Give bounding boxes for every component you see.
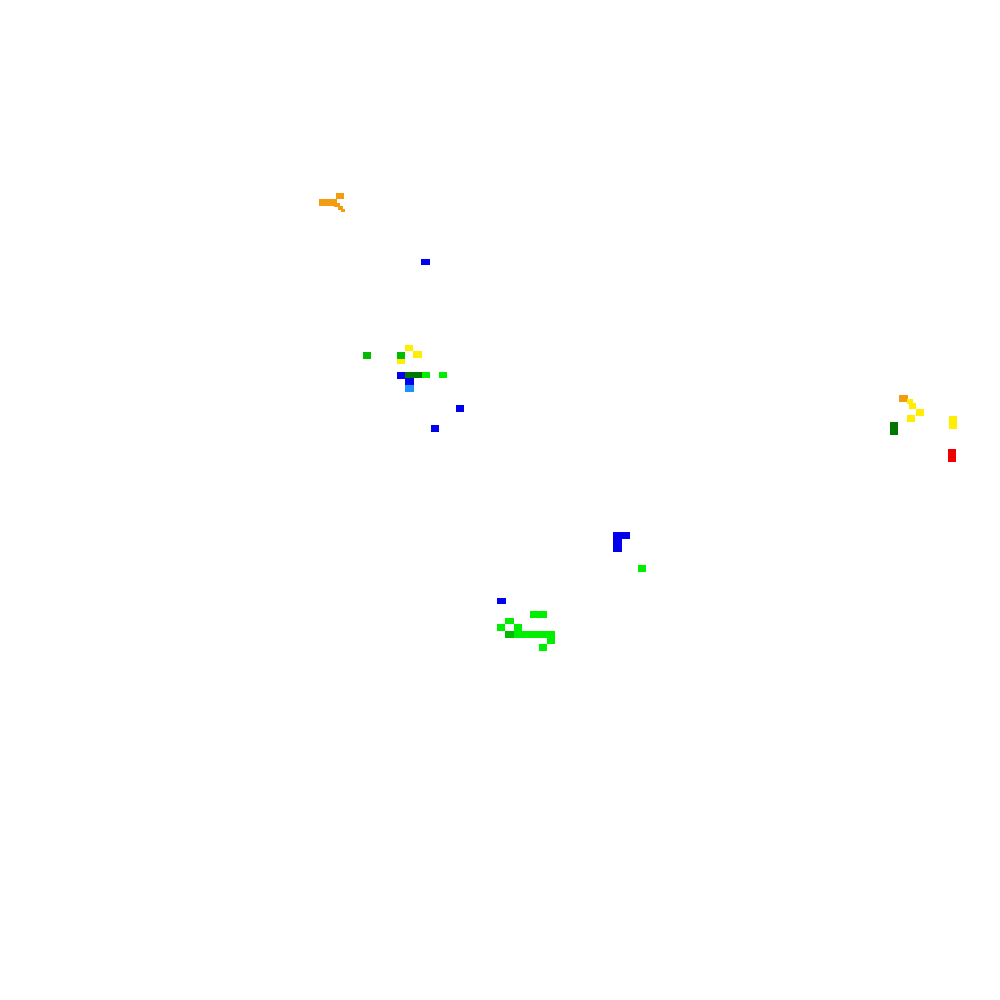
pixel: [613, 532, 630, 539]
pixel: [949, 416, 957, 429]
pixel: [413, 351, 422, 358]
pixel: [405, 372, 422, 378]
pixel: [405, 385, 414, 392]
pixel: [338, 206, 343, 210]
pixel: [397, 359, 405, 364]
pixel: [613, 539, 622, 552]
pixel: [530, 611, 547, 618]
pixel: [439, 372, 447, 378]
pixel: [638, 565, 646, 572]
mixed-cluster: [363, 345, 447, 392]
pixel: [319, 199, 337, 206]
pixel: [907, 415, 915, 422]
pixel: [890, 422, 898, 435]
pixel: [948, 449, 956, 462]
pixel: [539, 644, 547, 651]
pixel: [422, 372, 430, 378]
pixel: [405, 345, 413, 351]
pixel: [505, 631, 514, 638]
pixel: [899, 395, 908, 402]
pixel: [907, 399, 913, 404]
pixel: [909, 403, 916, 409]
pixel: [514, 624, 522, 631]
pixel: [916, 409, 924, 416]
pixel: [497, 624, 505, 631]
pixel: [341, 209, 345, 212]
blue-corner-cluster: [613, 532, 630, 552]
pixel: [397, 372, 405, 379]
pixel: [514, 631, 555, 638]
orange-hook-cluster: [319, 193, 345, 212]
pixel: [505, 618, 514, 624]
pixel: [397, 352, 405, 359]
pixel: [336, 193, 344, 199]
pixel: [421, 259, 430, 265]
right-cluster: [890, 395, 957, 462]
pixel: [456, 405, 464, 412]
pixel: [497, 598, 506, 604]
green-cluster: [497, 611, 555, 651]
pixel: [547, 638, 555, 644]
pixel: [363, 352, 371, 359]
pixel: [334, 203, 340, 207]
pixel: [431, 425, 439, 432]
pixel: [405, 378, 414, 385]
